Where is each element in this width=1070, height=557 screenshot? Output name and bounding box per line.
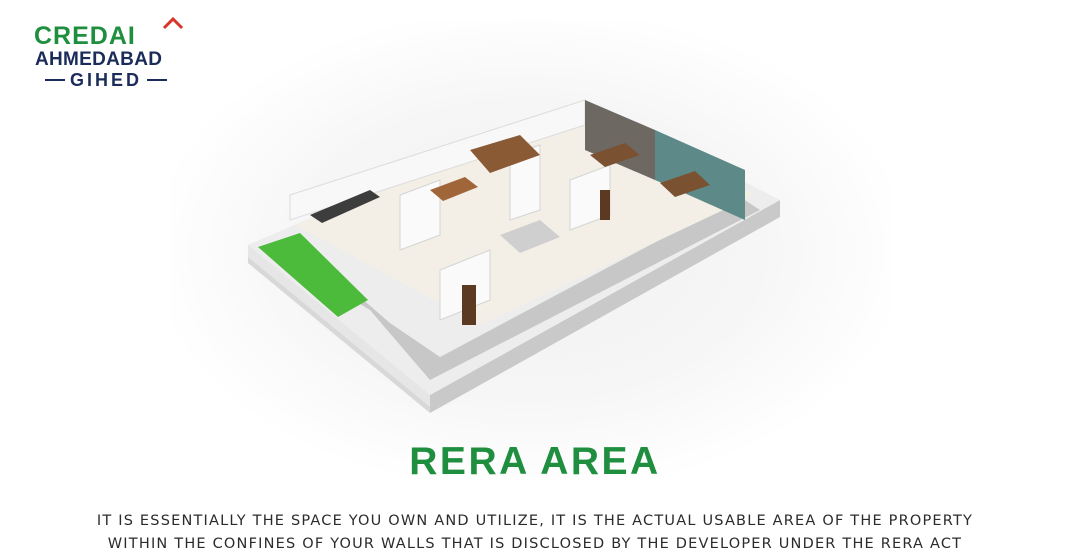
lawn [258, 233, 368, 317]
plan-base-right [430, 200, 780, 413]
page-title: RERA AREA [409, 440, 661, 483]
bed-1 [590, 143, 640, 167]
dining-table [430, 177, 478, 201]
credai-logo: CREDAI AHMEDABAD GIHED [34, 16, 184, 90]
description-line-2: WITHIN THE CONFINES OF YOUR WALLS THAT I… [107, 536, 963, 552]
roof-icon [162, 16, 184, 30]
description-line-1: IT IS ESSENTIALLY THE SPACE YOU OWN AND … [96, 513, 974, 529]
logo-gihed-row: GIHED [34, 70, 178, 90]
door-frame-2 [600, 190, 610, 220]
door-frame-1 [462, 285, 476, 325]
logo-credai-text: CREDAI [34, 22, 136, 50]
sofa-set [500, 220, 560, 253]
logo-gihed-text: GIHED [69, 69, 142, 90]
stone-wall [585, 100, 655, 180]
compound-wall [248, 245, 430, 407]
description: IT IS ESSENTIALLY THE SPACE YOU OWN AND … [0, 510, 1070, 556]
teal-wall [655, 130, 745, 220]
logo-dash-right [147, 79, 167, 81]
staircase [470, 135, 540, 173]
bed-2 [660, 171, 710, 197]
logo-dash-left [44, 79, 65, 81]
kitchen-counter [310, 190, 380, 223]
logo-ahmedabad-text: AHMEDABAD [35, 49, 163, 70]
floor-plan-illustration [248, 99, 780, 413]
paved-walkway [280, 197, 760, 380]
partition-wall-1 [399, 179, 441, 251]
